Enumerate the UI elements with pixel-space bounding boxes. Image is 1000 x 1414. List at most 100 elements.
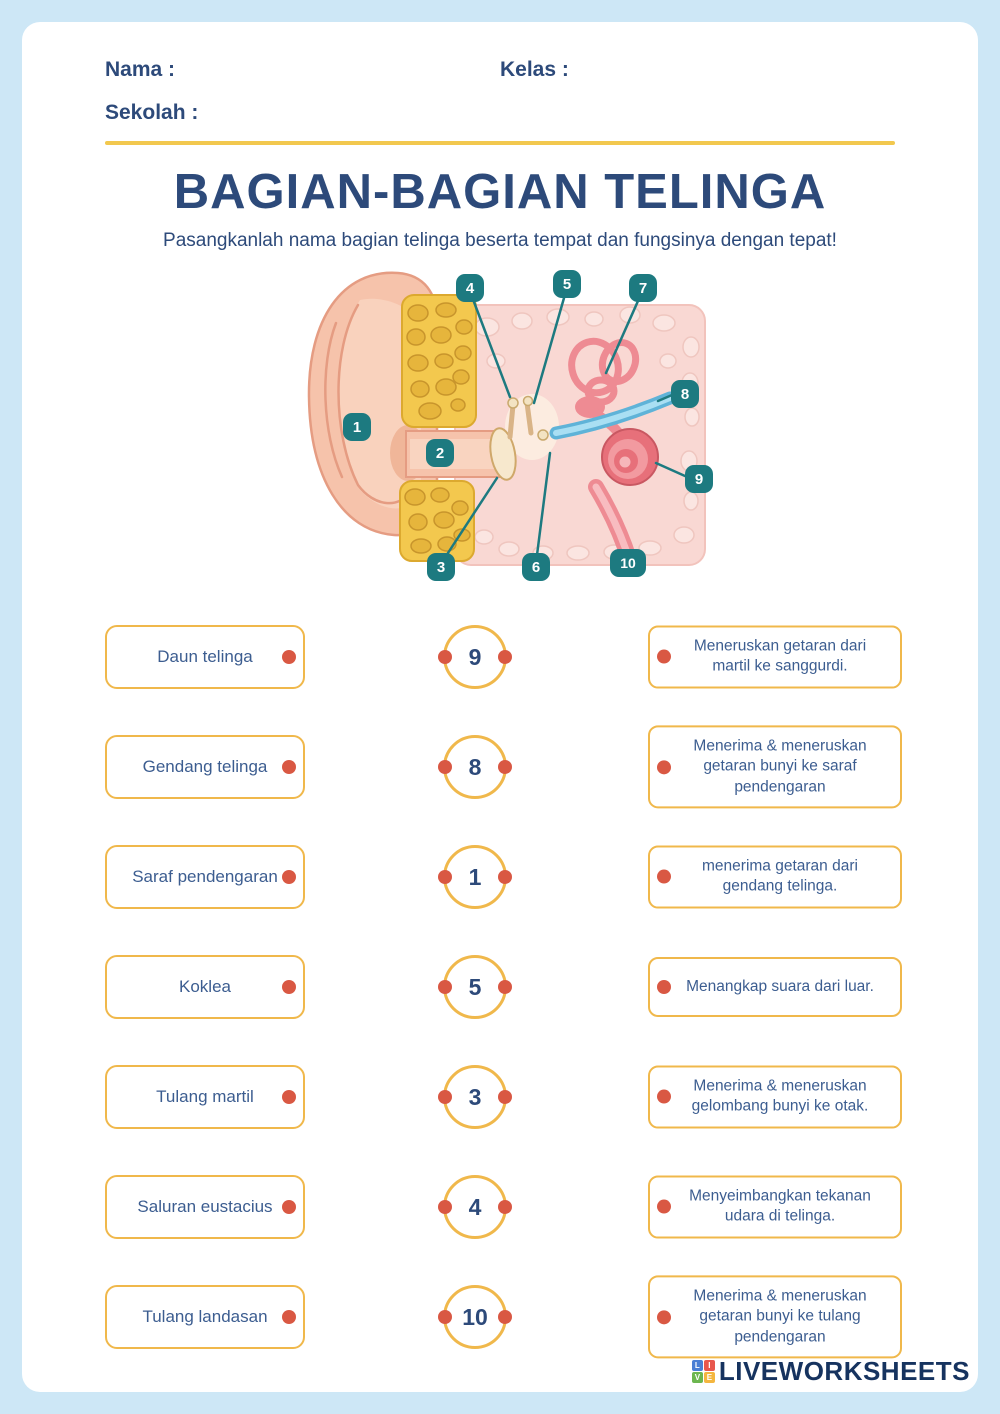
connector-dot[interactable] [498, 980, 512, 994]
badge-number: 9 [695, 471, 703, 488]
number-circle: 10 [438, 1285, 512, 1349]
connector-dot[interactable] [438, 760, 452, 774]
connector-dot[interactable] [282, 1200, 296, 1214]
connector-dot[interactable] [438, 1090, 452, 1104]
badge-number: 5 [563, 276, 571, 293]
kelas-input[interactable] [584, 56, 868, 84]
diagram-badge-5: 5 [553, 270, 581, 298]
number-circle: 5 [438, 955, 512, 1019]
number-label: 9 [468, 643, 482, 670]
connector-dot[interactable] [657, 980, 671, 994]
brand-name: LIVEWORKSHEETS [718, 1356, 970, 1386]
logo-tile: L [691, 1360, 703, 1371]
sekolah-label: Sekolah : [105, 101, 199, 124]
logo-tile: E [703, 1372, 715, 1383]
logo-tile: I [703, 1360, 715, 1371]
connector-dot[interactable] [498, 760, 512, 774]
part-box: Tulang landasan [105, 1285, 305, 1349]
nama-input[interactable] [200, 56, 474, 84]
match-row: Tulang martil 3 Menerima & meneruskan ge… [22, 1042, 978, 1152]
number-circle: 8 [438, 735, 512, 799]
function-label: Meneruskan getaran dari martil ke sanggu… [693, 637, 867, 675]
worksheet-page: Nama : Kelas : Sekolah : BAGIAN-BAGIAN T… [22, 22, 978, 1392]
eardrum [489, 427, 517, 481]
connector-dot[interactable] [282, 1090, 296, 1104]
badge-number: 3 [437, 559, 445, 576]
connector-dot[interactable] [657, 650, 671, 664]
badge-number: 8 [681, 386, 689, 403]
number-label: 10 [462, 1303, 488, 1330]
function-box: Menangkap suara dari luar. [648, 957, 902, 1017]
header-divider [105, 141, 895, 145]
part-box: Saluran eustacius [105, 1175, 305, 1239]
connector-dot[interactable] [282, 650, 296, 664]
connector-dot[interactable] [498, 1200, 512, 1214]
ear-illustration [307, 271, 706, 570]
function-label: Menerima & meneruskan getaran bunyi ke t… [693, 1287, 867, 1346]
function-box: Menerima & meneruskan getaran bunyi ke t… [648, 1275, 902, 1359]
function-label: Menangkap suara dari luar. [686, 977, 874, 995]
connector-dot[interactable] [438, 980, 452, 994]
function-label: menerima getaran dari gendang telinga. [702, 857, 858, 895]
connector-dot[interactable] [498, 1310, 512, 1324]
matching-exercise: Daun telinga 9 Meneruskan getaran dari m… [22, 602, 978, 1372]
function-box: menerima getaran dari gendang telinga. [648, 845, 902, 909]
part-box: Saraf pendengaran [105, 845, 305, 909]
cochlea [601, 428, 659, 486]
function-box: Meneruskan getaran dari martil ke sanggu… [648, 625, 902, 689]
part-label: Koklea [179, 977, 231, 996]
diagram-badge-3: 3 [427, 553, 455, 581]
connector-dot[interactable] [438, 650, 452, 664]
bone-texture-pink [474, 306, 700, 561]
diagram-badge-4: 4 [456, 274, 484, 302]
instruction-text: Pasangkanlah nama bagian telinga beserta… [163, 230, 837, 251]
ear-diagram: 1 2 3 4 5 6 7 [307, 270, 713, 581]
badge-number: 6 [532, 559, 540, 576]
part-box: Daun telinga [105, 625, 305, 689]
connector-dot[interactable] [438, 870, 452, 884]
badge-number: 4 [466, 280, 475, 297]
connector-dot[interactable] [498, 650, 512, 664]
diagram-badges: 1 2 3 4 5 6 7 [343, 270, 713, 581]
part-label: Saraf pendengaran [132, 867, 278, 886]
connector-dot[interactable] [657, 1090, 671, 1104]
diagram-badge-1: 1 [343, 413, 371, 441]
connector-dot[interactable] [657, 1309, 671, 1324]
ossicles [507, 395, 549, 441]
part-box: Gendang telinga [105, 735, 305, 799]
match-row: Gendang telinga 8 Menerima & meneruskan … [22, 712, 978, 822]
diagram-badge-7: 7 [629, 274, 657, 302]
number-label: 1 [468, 863, 482, 890]
connector-dot[interactable] [438, 1200, 452, 1214]
connector-dot[interactable] [498, 870, 512, 884]
number-label: 5 [468, 973, 482, 1000]
diagram-pointer-lines [444, 296, 687, 558]
badge-number: 10 [620, 555, 636, 571]
connector-dot[interactable] [657, 870, 671, 884]
number-circle: 3 [438, 1065, 512, 1129]
connector-dot[interactable] [657, 759, 671, 774]
sekolah-input[interactable] [218, 99, 642, 127]
connector-dot[interactable] [282, 870, 296, 884]
function-box: Menerima & meneruskan getaran bunyi ke s… [648, 725, 902, 809]
connector-dot[interactable] [438, 1310, 452, 1324]
match-row: Saluran eustacius 4 Menyeimbangkan tekan… [22, 1152, 978, 1262]
number-label: 3 [468, 1083, 482, 1110]
part-label: Saluran eustacius [137, 1197, 273, 1216]
part-label: Tulang martil [156, 1087, 254, 1106]
connector-dot[interactable] [498, 1090, 512, 1104]
liveworksheets-footer: L I V E LIVEWORKSHEETS [691, 1356, 970, 1387]
connector-dot[interactable] [282, 980, 296, 994]
connector-dot[interactable] [657, 1200, 671, 1214]
number-label: 8 [468, 753, 482, 780]
connector-dot[interactable] [282, 1310, 296, 1324]
badge-number: 7 [639, 280, 647, 297]
part-box: Koklea [105, 955, 305, 1019]
match-row: Saraf pendengaran 1 menerima getaran dar… [22, 822, 978, 932]
function-label: Menerima & meneruskan getaran bunyi ke s… [693, 737, 867, 796]
function-box: Menyeimbangkan tekanan udara di telinga. [648, 1175, 902, 1239]
connector-dot[interactable] [282, 760, 296, 774]
diagram-badge-10: 10 [610, 549, 646, 577]
match-row: Tulang landasan 10 Menerima & meneruskan… [22, 1262, 978, 1372]
function-label: Menyeimbangkan tekanan udara di telinga. [689, 1187, 871, 1225]
